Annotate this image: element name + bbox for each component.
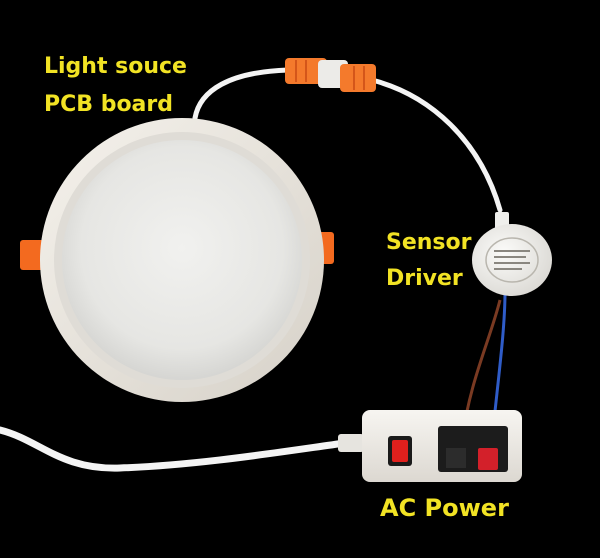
ac-power-box <box>338 410 522 482</box>
sensor-label: Sensor <box>386 230 472 255</box>
ac-power-label: AC Power <box>380 494 509 522</box>
led-downlight-panel <box>40 118 324 402</box>
power-input-cable <box>0 426 349 472</box>
pcb-board-label: PCB board <box>44 92 174 117</box>
driver-label: Driver <box>386 266 463 291</box>
panel-output-cable <box>192 67 291 121</box>
light-source-label: Light souce <box>44 54 187 79</box>
sensor-driver-module <box>472 212 552 296</box>
driver-output-cable <box>369 77 503 213</box>
orange-connector <box>285 58 376 92</box>
